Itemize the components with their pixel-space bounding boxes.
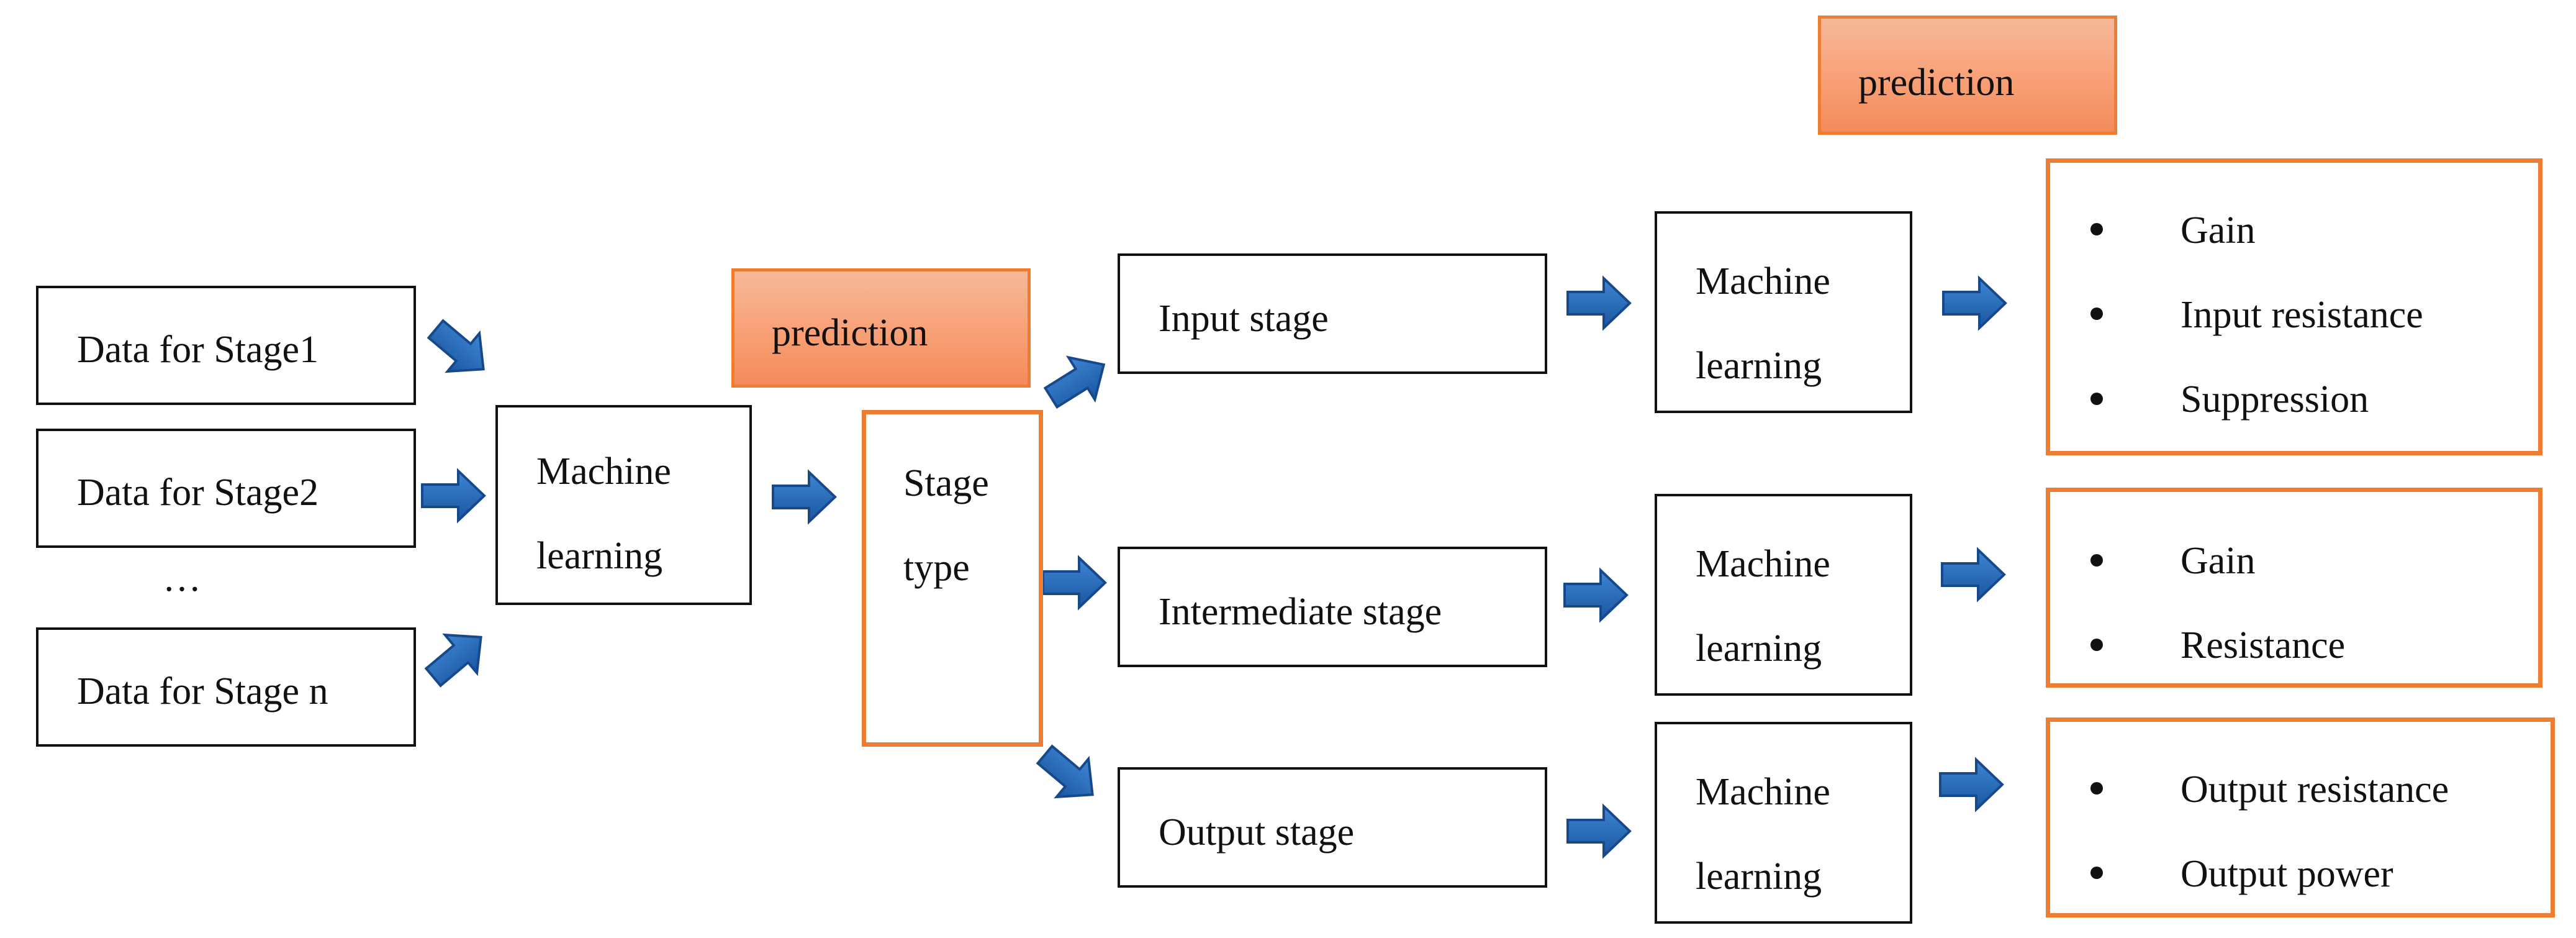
intermediate-outputs-box: Gain Resistance xyxy=(2046,488,2542,688)
arrow-to-output-stage xyxy=(1028,734,1110,815)
output-item: Resistance xyxy=(2181,624,2346,667)
arrow-ml-to-input-outputs xyxy=(1942,277,2007,329)
arrow-ml-to-output-outputs xyxy=(1939,758,2004,811)
prediction-label-box: prediction xyxy=(731,268,1031,388)
ml-output-box: Machine learning xyxy=(1655,722,1912,924)
output-item: Input resistance xyxy=(2181,294,2423,336)
data-box-stage-n: Data for Stage n xyxy=(36,627,416,747)
arrow-stagen-to-ml xyxy=(416,617,499,698)
output-stage-label: Output stage xyxy=(1159,811,1355,854)
output-item: Suppression xyxy=(2181,378,2369,421)
ml-main-line2: learning xyxy=(536,535,663,577)
data-box-label: Data for Stage1 xyxy=(77,329,319,371)
output-item: Gain xyxy=(2181,209,2256,252)
stage-type-box: Stage type xyxy=(862,410,1043,747)
ml-output-line1: Machine xyxy=(1696,771,1830,813)
ml-intermediate-line1: Machine xyxy=(1696,543,1830,585)
prediction-label-top: prediction xyxy=(1858,61,2015,104)
arrow-to-intermediate-stage xyxy=(1042,557,1106,609)
ml-main-box: Machine learning xyxy=(495,405,752,605)
stage-type-line1: Stage xyxy=(903,462,989,504)
ml-input-line2: learning xyxy=(1696,345,1822,387)
output-outputs-box: Output resistance Output power xyxy=(2046,717,2555,918)
prediction-label-box-top: prediction xyxy=(1818,16,2117,135)
prediction-label: prediction xyxy=(772,312,928,354)
bullet-icon xyxy=(2090,782,2103,795)
input-stage-box: Input stage xyxy=(1118,253,1547,374)
output-item: Output power xyxy=(2181,853,2393,895)
arrow-ml-to-stage-type xyxy=(772,471,836,523)
data-box-stage1: Data for Stage1 xyxy=(36,286,416,405)
arrow-input-to-ml xyxy=(1566,277,1631,329)
stage-type-line2: type xyxy=(903,547,970,589)
arrow-stage1-to-ml xyxy=(418,309,501,389)
bullet-icon xyxy=(2090,223,2103,235)
intermediate-stage-label: Intermediate stage xyxy=(1159,591,1442,633)
ml-input-box: Machine learning xyxy=(1655,211,1912,413)
arrow-intermediate-to-ml xyxy=(1563,569,1628,621)
ml-intermediate-line2: learning xyxy=(1696,627,1822,670)
arrow-ml-to-intermediate-outputs xyxy=(1941,549,2005,601)
bullet-icon xyxy=(2090,393,2103,405)
arrow-output-to-ml xyxy=(1566,805,1631,857)
data-box-stage2: Data for Stage2 xyxy=(36,429,416,548)
bullet-icon xyxy=(2090,307,2103,320)
input-stage-label: Input stage xyxy=(1159,298,1329,340)
output-stage-box: Output stage xyxy=(1118,767,1547,888)
ml-main-line1: Machine xyxy=(536,450,671,493)
bullet-icon xyxy=(2090,554,2103,567)
data-box-label: Data for Stage2 xyxy=(77,471,319,514)
output-item: Output resistance xyxy=(2181,768,2449,811)
ml-input-line1: Machine xyxy=(1696,260,1830,303)
bullet-icon xyxy=(2090,867,2103,879)
ml-output-line2: learning xyxy=(1696,855,1822,898)
arrow-stage2-to-ml xyxy=(421,470,486,522)
bullet-icon xyxy=(2090,639,2103,651)
ml-intermediate-box: Machine learning xyxy=(1655,494,1912,696)
arrow-to-input-stage xyxy=(1036,342,1119,420)
data-box-label: Data for Stage n xyxy=(77,670,328,713)
input-outputs-box: Gain Input resistance Suppression xyxy=(2046,158,2542,455)
ellipsis: … xyxy=(163,557,201,599)
intermediate-stage-box: Intermediate stage xyxy=(1118,547,1547,667)
output-item: Gain xyxy=(2181,540,2256,582)
